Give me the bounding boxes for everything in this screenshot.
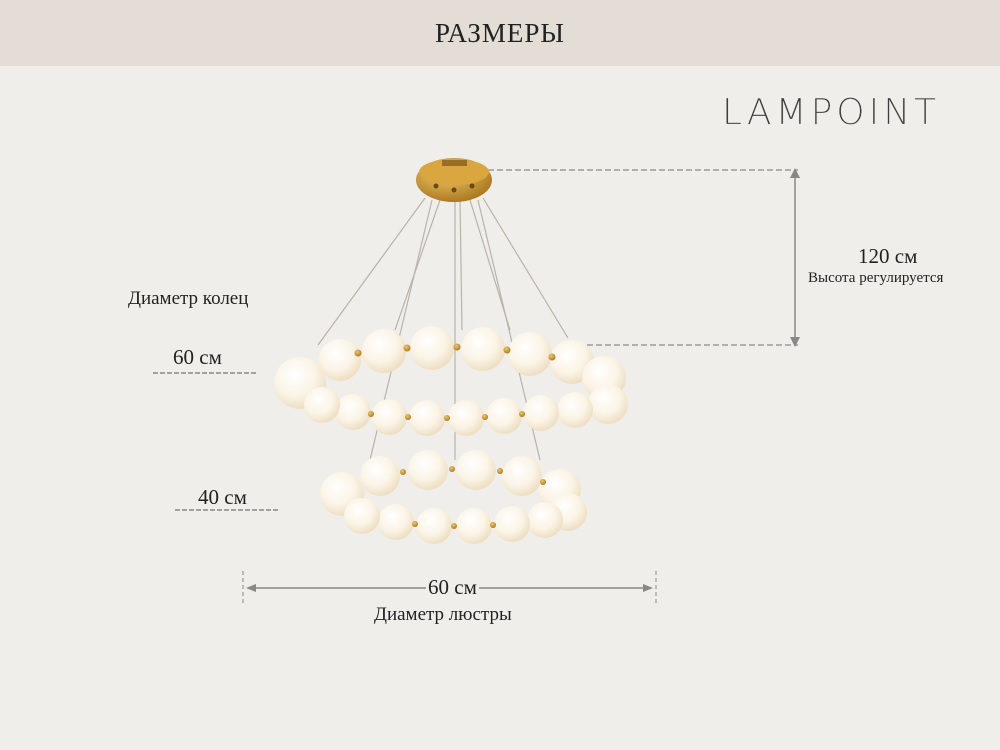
height-value: 120 см — [858, 244, 918, 268]
ring-small-diameter: 40 см — [198, 485, 247, 509]
width-value: 60 см — [426, 575, 479, 600]
ring-diameter-label: Диаметр колец — [128, 288, 249, 309]
brand-logo: LAMPOINT — [722, 92, 941, 133]
page-title: РАЗМЕРЫ — [435, 17, 565, 48]
height-dimension — [488, 168, 800, 347]
width-caption: Диаметр люстры — [374, 604, 512, 625]
ring-large-diameter: 60 см — [173, 345, 222, 369]
small-ring — [320, 450, 587, 544]
header-bar: РАЗМЕРЫ — [0, 0, 1000, 66]
large-ring — [274, 326, 628, 436]
ceiling-canopy — [416, 158, 492, 202]
height-note: Высота регулируется — [808, 270, 944, 286]
